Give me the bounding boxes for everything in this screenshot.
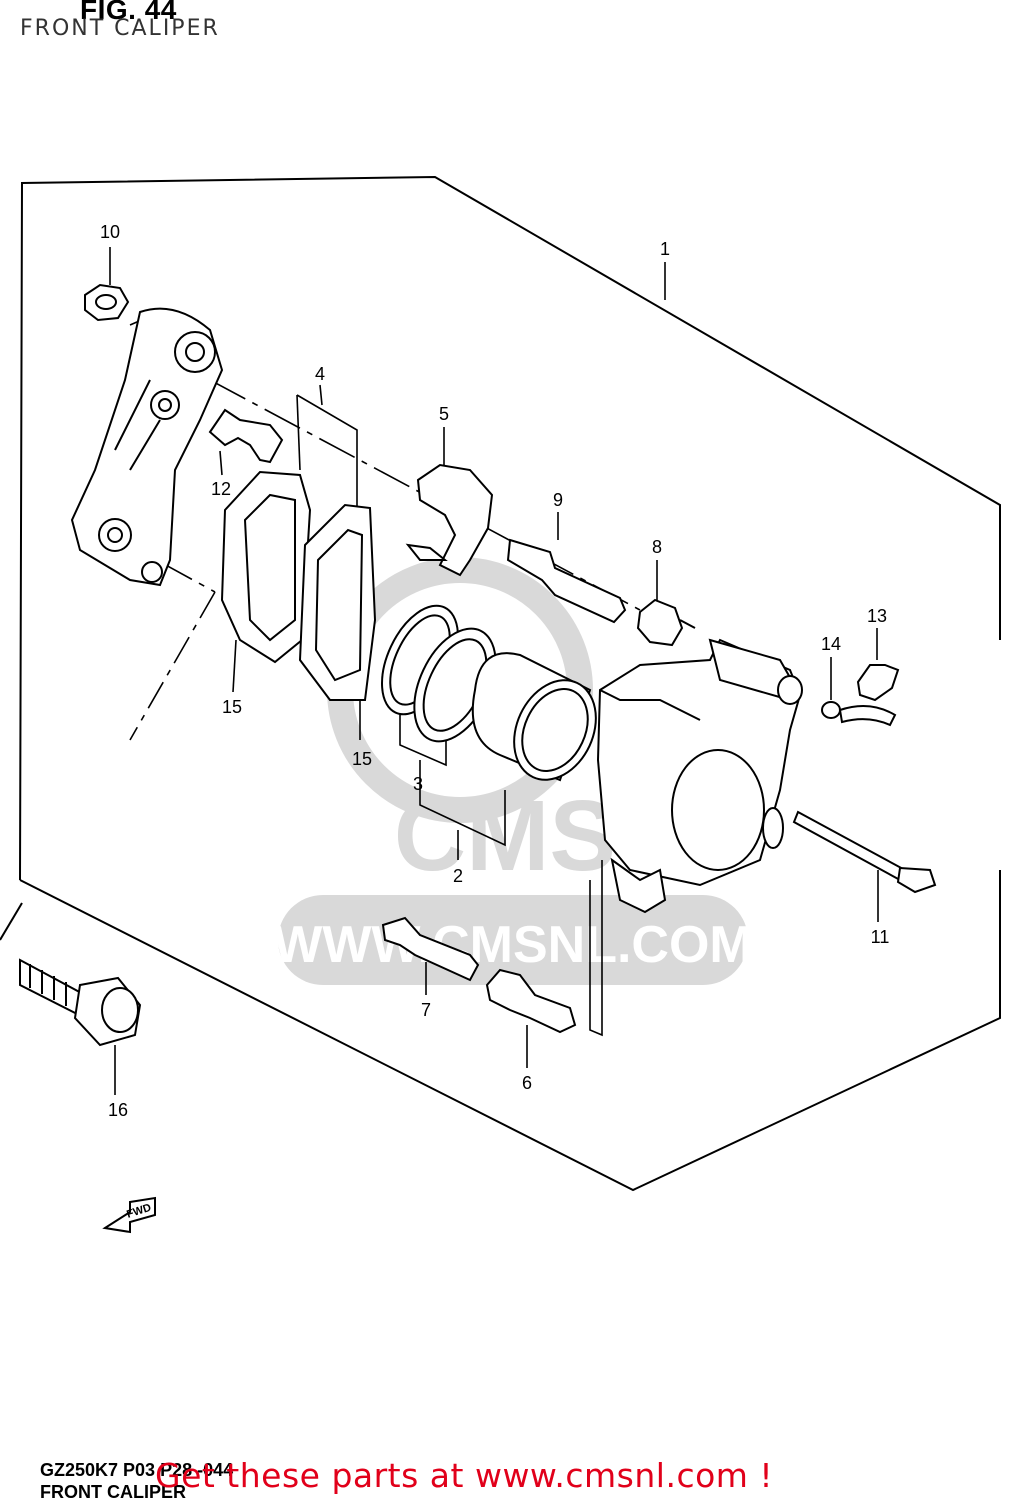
- callout-15-right: 15: [352, 749, 372, 769]
- part-14-cap: [821, 701, 897, 727]
- callout-14: 14: [821, 634, 841, 654]
- callout-4: 4: [315, 364, 325, 384]
- part-6-boot: [485, 968, 577, 1034]
- part-15-pad-outer: [298, 503, 377, 701]
- callout-13: 13: [867, 606, 887, 626]
- callout-6: 6: [522, 1073, 532, 1093]
- callout-7: 7: [421, 1000, 431, 1020]
- callout-15-left: 15: [222, 697, 242, 717]
- callout-5: 5: [439, 404, 449, 424]
- part-7-pin: [381, 916, 480, 982]
- part-9-pin: [506, 538, 627, 624]
- callout-12: 12: [211, 479, 231, 499]
- assembly-outline: [0, 175, 1001, 1192]
- part-13-bleeder: [856, 664, 900, 702]
- callout-labels: 1 10 4 5 9 8 13 14 12 15 15 3 2 11 7 6 1…: [100, 222, 889, 1120]
- callout-2: 2: [453, 866, 463, 886]
- part-10-nut: [84, 283, 130, 322]
- fwd-arrow-icon: FWD: [102, 1196, 156, 1234]
- callout-11: 11: [871, 927, 890, 947]
- callout-8: 8: [652, 537, 662, 557]
- callout-9: 9: [553, 490, 563, 510]
- piston: [471, 652, 597, 782]
- diagram-code: GZ250K7 P03 P28 -044: [40, 1460, 234, 1480]
- callout-1: 1: [660, 239, 670, 259]
- part-12-clip: [208, 408, 284, 464]
- part-16-bolt: [19, 958, 142, 1047]
- caliper-bracket: [70, 307, 224, 587]
- part-15-pad-inner: [220, 470, 312, 664]
- watermark-url: WWW.CMSNL.COM: [273, 916, 752, 974]
- part-11-pin: [792, 810, 937, 894]
- callout-10: 10: [100, 222, 120, 242]
- footer-title: FRONT CALIPER: [40, 1482, 186, 1502]
- figure-number: FIG. 44: [80, 0, 177, 25]
- caliper-body: [596, 638, 803, 914]
- figure-title: FRONT CALIPER: [20, 16, 220, 41]
- part-8-boot: [636, 598, 696, 647]
- callout-16: 16: [108, 1100, 128, 1120]
- part-5-retainer: [405, 463, 494, 577]
- callout-3: 3: [413, 774, 423, 794]
- promo-link[interactable]: Get these parts at www.cmsnl.com !: [155, 1456, 774, 1495]
